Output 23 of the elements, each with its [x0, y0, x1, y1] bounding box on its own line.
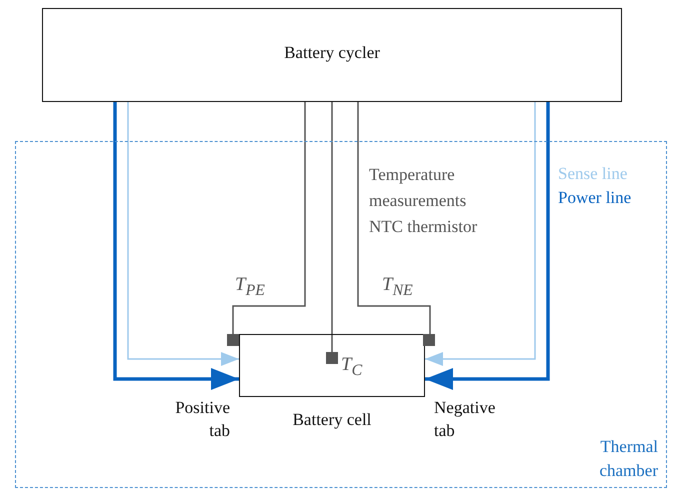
legend-entry: Power line	[558, 187, 632, 209]
connector	[425, 102, 550, 390]
note-text: Temperature measurements NTC thermistor	[369, 164, 478, 238]
sensor-square	[227, 334, 239, 346]
cycler-box	[42, 8, 622, 102]
node-label: Thermal chamber	[598, 436, 658, 482]
note-text: Positive tab	[174, 397, 230, 442]
legend-entry: Sense line	[558, 163, 628, 185]
connector	[357, 102, 431, 334]
node-label: Battery cycler	[284, 42, 380, 64]
connector	[113, 102, 239, 390]
sensor-label: T$_{NE}$	[382, 273, 413, 301]
node-label: Battery cell	[292, 409, 372, 431]
connector	[127, 102, 239, 366]
sensor-label: T$_{C}$	[341, 353, 362, 381]
chamber-outline	[15, 141, 667, 488]
sensor-square	[423, 334, 435, 346]
sensor-square	[326, 352, 338, 364]
connector	[331, 102, 333, 352]
connector	[232, 102, 306, 334]
sensor-label: T$_{PE}$	[235, 273, 265, 301]
connector	[425, 102, 536, 366]
note-text: Negative tab	[434, 397, 496, 442]
